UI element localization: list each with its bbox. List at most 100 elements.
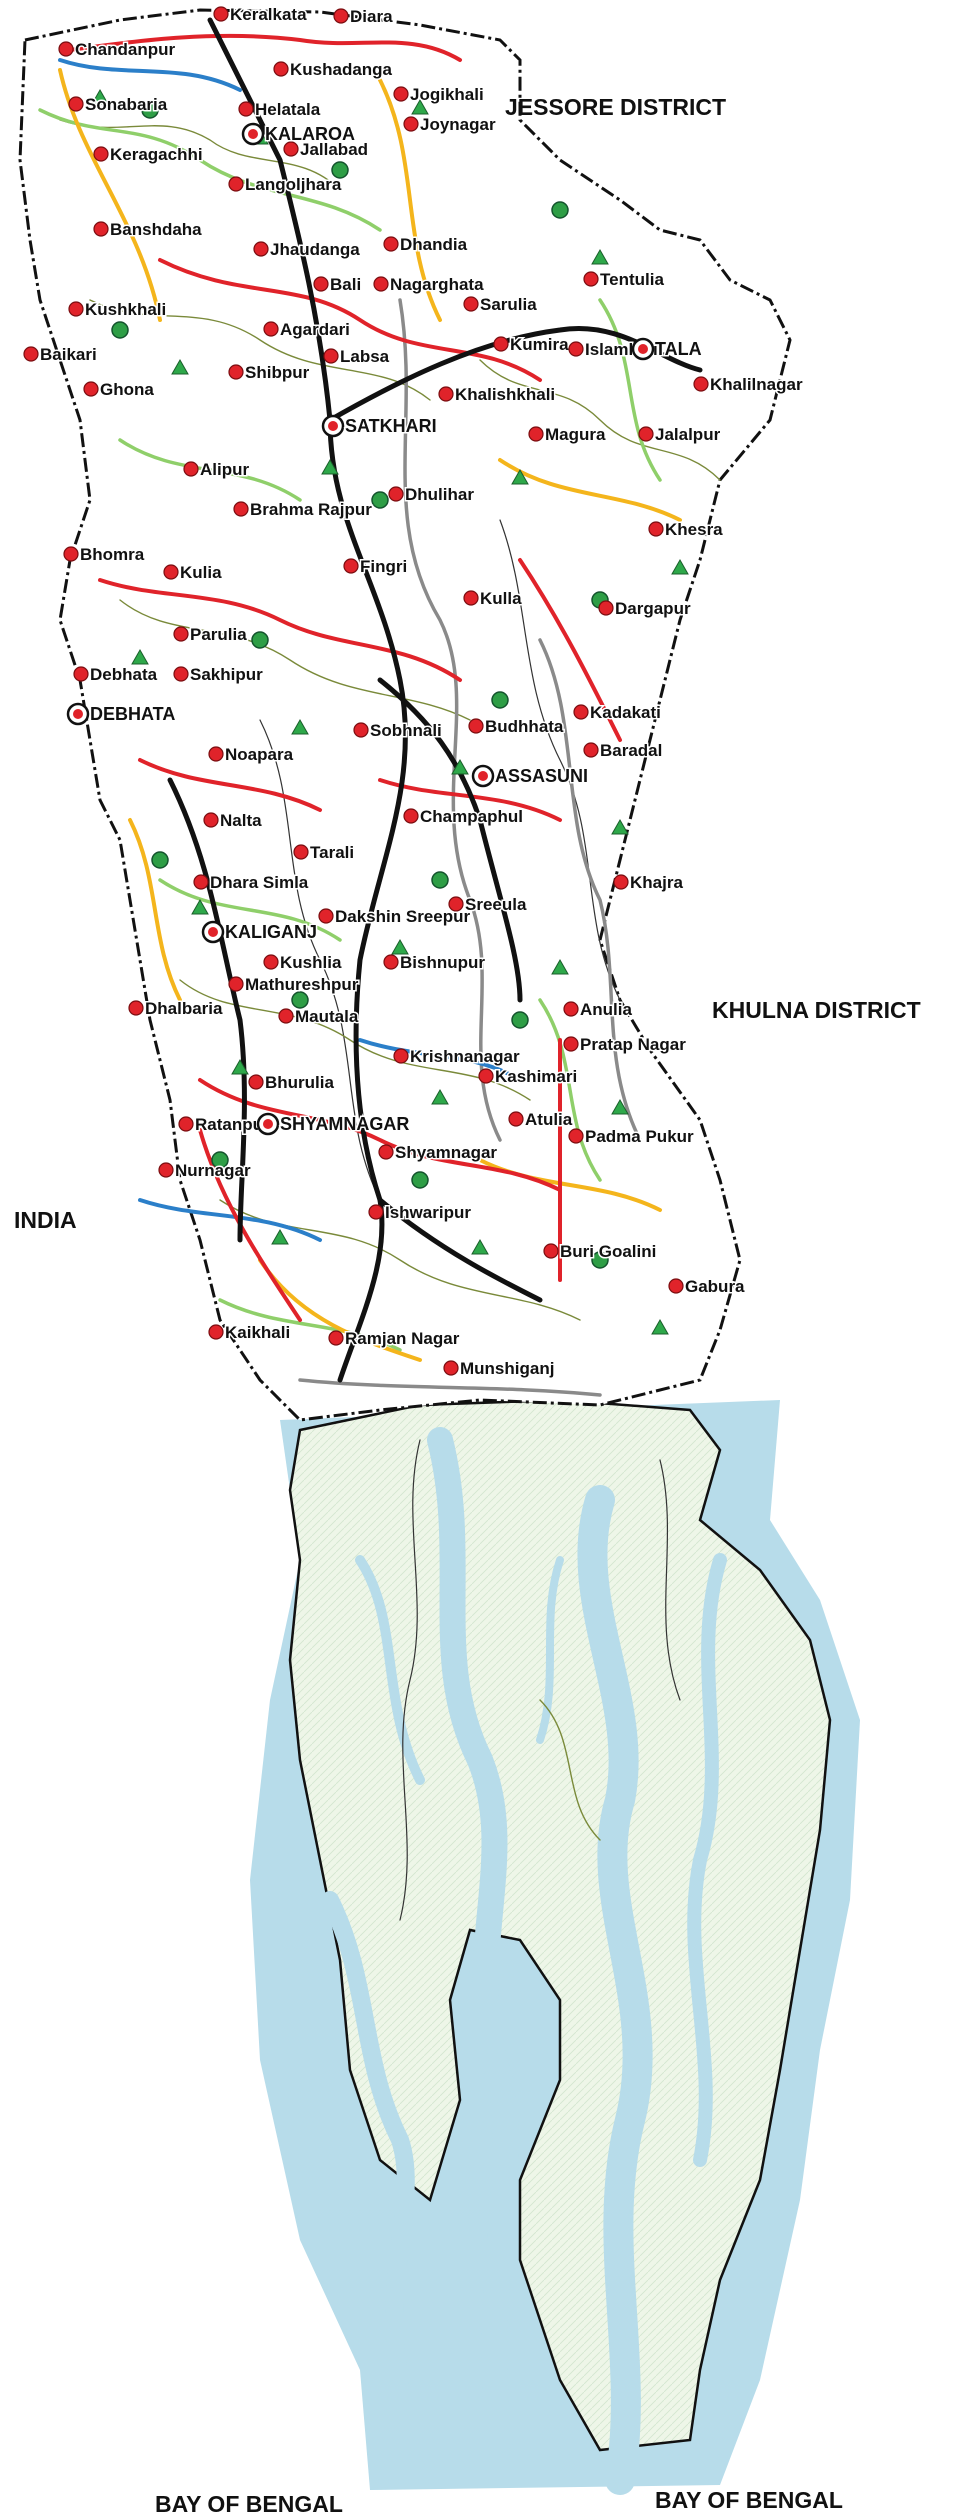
settlement-marker <box>563 1001 579 1017</box>
upazila-hq-dot <box>638 344 648 354</box>
place-label: Keragachhi <box>110 145 203 164</box>
settlement-marker <box>93 146 109 162</box>
place-label: Chandanpur <box>75 40 175 59</box>
place-label: Dhara Simla <box>210 873 309 892</box>
place-label: Mautala <box>295 1007 359 1026</box>
settlement-marker <box>668 1278 684 1294</box>
settlement-marker <box>693 376 709 392</box>
settlement-marker <box>543 1243 559 1259</box>
place-label: Bali <box>330 275 361 294</box>
place-label: Baikari <box>40 345 97 364</box>
settlement-marker <box>203 812 219 828</box>
settlement-marker <box>178 1116 194 1132</box>
place-label: Diara <box>350 7 393 26</box>
upazila-hq-label: KALIGANJ <box>225 922 317 942</box>
place-label: Labsa <box>340 347 390 366</box>
region-label-jessore: JESSORE DISTRICT <box>505 94 726 120</box>
place-label: Dargapur <box>615 599 691 618</box>
place-label: Jalalpur <box>655 425 721 444</box>
settlement-marker <box>598 600 614 616</box>
settlement-marker <box>393 1048 409 1064</box>
settlement-marker <box>648 521 664 537</box>
place-label: Fingri <box>360 557 407 576</box>
settlement-marker <box>638 426 654 442</box>
settlement-marker <box>403 808 419 824</box>
settlement-marker <box>333 8 349 24</box>
place-label: Kadakati <box>590 703 661 722</box>
upazila-hq-markers: KALAROASATKHARITALADEBHATAASSASUNIKALIGA… <box>66 123 703 1136</box>
place-label: Bishnupur <box>400 953 485 972</box>
settlement-marker <box>208 746 224 762</box>
place-label: Kulia <box>180 563 222 582</box>
settlement-marker <box>273 61 289 77</box>
settlement-marker <box>173 666 189 682</box>
place-label: Dakshin Sreepur <box>335 907 470 926</box>
settlement-marker <box>313 276 329 292</box>
place-label: Joynagar <box>420 115 496 134</box>
place-label: Jogikhali <box>410 85 484 104</box>
place-label: Dhalbaria <box>145 999 223 1018</box>
place-label: Sobhnali <box>370 721 442 740</box>
upazila-hq-label: SATKHARI <box>345 416 437 436</box>
blue-roads <box>58 58 522 1242</box>
settlement-marker <box>468 718 484 734</box>
place-label: Brahma Rajpur <box>250 500 372 519</box>
settlement-marker <box>263 954 279 970</box>
settlement-marker <box>463 590 479 606</box>
settlement-marker <box>293 844 309 860</box>
place-label: Helatala <box>255 100 321 119</box>
place-label: Kulla <box>480 589 522 608</box>
river-channels <box>321 1427 727 2495</box>
settlement-marker <box>353 722 369 738</box>
place-label: Magura <box>545 425 606 444</box>
place-label: Kumira <box>510 335 569 354</box>
settlement-marker <box>83 381 99 397</box>
upazila-hq-label: DEBHATA <box>90 704 175 724</box>
settlement-marker <box>128 1000 144 1016</box>
upazila-hq-dot <box>248 129 258 139</box>
place-label: Gabura <box>685 1277 745 1296</box>
place-label: Shibpur <box>245 363 310 382</box>
place-label: Nalta <box>220 811 262 830</box>
settlement-marker <box>403 116 419 132</box>
settlement-marker <box>563 1036 579 1052</box>
place-label: Khalilnagar <box>710 375 803 394</box>
settlement-marker <box>238 101 254 117</box>
place-label: Anulia <box>580 1000 632 1019</box>
place-label: Buri Goalini <box>560 1242 656 1261</box>
settlement-marker <box>278 1008 294 1024</box>
place-label: Dhulihar <box>405 485 474 504</box>
settlement-marker <box>378 1144 394 1160</box>
region-label-bay-of-bengal-east: BAY OF BENGAL <box>655 2487 843 2513</box>
settlement-marker <box>173 626 189 642</box>
settlement-marker <box>478 1068 494 1084</box>
place-label: Tarali <box>310 843 354 862</box>
settlement-marker <box>158 1162 174 1178</box>
upazila-hq-label: KALAROA <box>265 124 355 144</box>
place-label: Munshiganj <box>460 1359 554 1378</box>
place-label: Bhomra <box>80 545 145 564</box>
settlement-marker <box>233 501 249 517</box>
settlement-marker <box>253 241 269 257</box>
settlement-marker <box>443 1360 459 1376</box>
settlement-marker <box>448 896 464 912</box>
upazila-hq-label: SHYAMNAGAR <box>280 1114 409 1134</box>
place-label: Jallabad <box>300 140 368 159</box>
settlement-marker <box>283 141 299 157</box>
settlement-marker <box>573 704 589 720</box>
upazila-hq-dot <box>478 771 488 781</box>
settlement-marker <box>493 336 509 352</box>
settlement-marker <box>213 6 229 22</box>
place-label: Alipur <box>200 460 249 479</box>
settlement-marker <box>528 426 544 442</box>
place-label: Kushadanga <box>290 60 393 79</box>
settlement-marker <box>93 221 109 237</box>
upazila-hq-label: ASSASUNI <box>495 766 588 786</box>
upazila-hq-dot <box>263 1119 273 1129</box>
place-label: Bhurulia <box>265 1073 334 1092</box>
facility-markers <box>91 88 689 1335</box>
place-label: Nurnagar <box>175 1161 251 1180</box>
settlement-marker <box>373 276 389 292</box>
